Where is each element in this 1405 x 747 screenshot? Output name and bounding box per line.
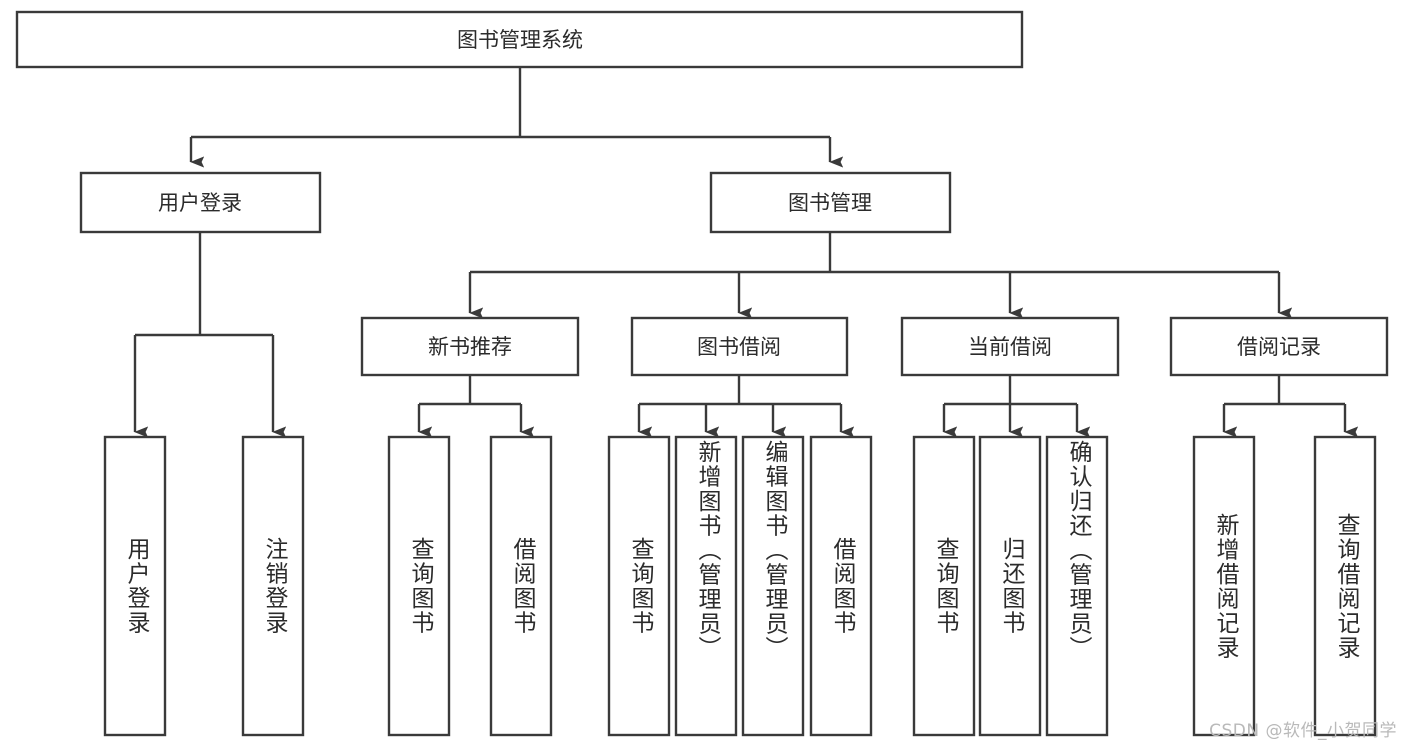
node-book-borrow-label: 图书借阅: [697, 335, 781, 359]
node-root[interactable]: 图书管理系统: [15, 10, 1024, 69]
watermark: CSDN @软件_小贺同学: [1209, 721, 1397, 741]
node-root-label: 图书管理系统: [457, 28, 583, 52]
connector-root-bus: [189, 67, 844, 168]
leaf-rect-book-borrow-4[interactable]: [809, 435, 873, 737]
leaf-rect-user-login-1[interactable]: [103, 435, 167, 737]
leaf-rect-current-borrow-3[interactable]: [1045, 435, 1109, 737]
node-book-management[interactable]: 图书管理: [709, 171, 952, 234]
leaf-rect-new-book-2[interactable]: [489, 435, 553, 737]
node-user-login-label: 用户登录: [158, 191, 242, 215]
leaf-rect-user-login-2[interactable]: [241, 435, 305, 737]
connector-book-borrow-bus: [637, 375, 855, 438]
leaf-rect-borrow-record-2[interactable]: [1313, 435, 1377, 737]
connector-user-login-bus: [133, 232, 287, 438]
leaf-rect-new-book-1[interactable]: [387, 435, 451, 737]
leaf-rect-book-borrow-3[interactable]: [741, 435, 805, 737]
connector-current-borrow-bus: [942, 375, 1091, 438]
node-user-login[interactable]: 用户登录: [79, 171, 322, 234]
leaf-rect-borrow-record-1[interactable]: [1192, 435, 1256, 737]
leaf-rect-book-borrow-1[interactable]: [607, 435, 671, 737]
node-book-management-label: 图书管理: [788, 191, 872, 215]
leaf-rects: [103, 435, 1377, 737]
connector-new-book-bus: [417, 375, 535, 438]
node-current-borrow[interactable]: 当前借阅: [900, 316, 1120, 377]
node-borrow-record[interactable]: 借阅记录: [1169, 316, 1389, 377]
node-current-borrow-label: 当前借阅: [968, 335, 1052, 359]
node-book-borrow[interactable]: 图书借阅: [630, 316, 849, 377]
node-borrow-record-label: 借阅记录: [1237, 335, 1321, 359]
connector-book-manage-bus: [468, 232, 1293, 319]
connector-borrow-record-bus: [1222, 375, 1359, 438]
node-new-book-recommend[interactable]: 新书推荐: [360, 316, 580, 377]
leaf-rect-current-borrow-1[interactable]: [912, 435, 976, 737]
leaf-rect-current-borrow-2[interactable]: [978, 435, 1042, 737]
node-new-book-recommend-label: 新书推荐: [428, 335, 512, 359]
leaf-rect-book-borrow-2[interactable]: [674, 435, 738, 737]
